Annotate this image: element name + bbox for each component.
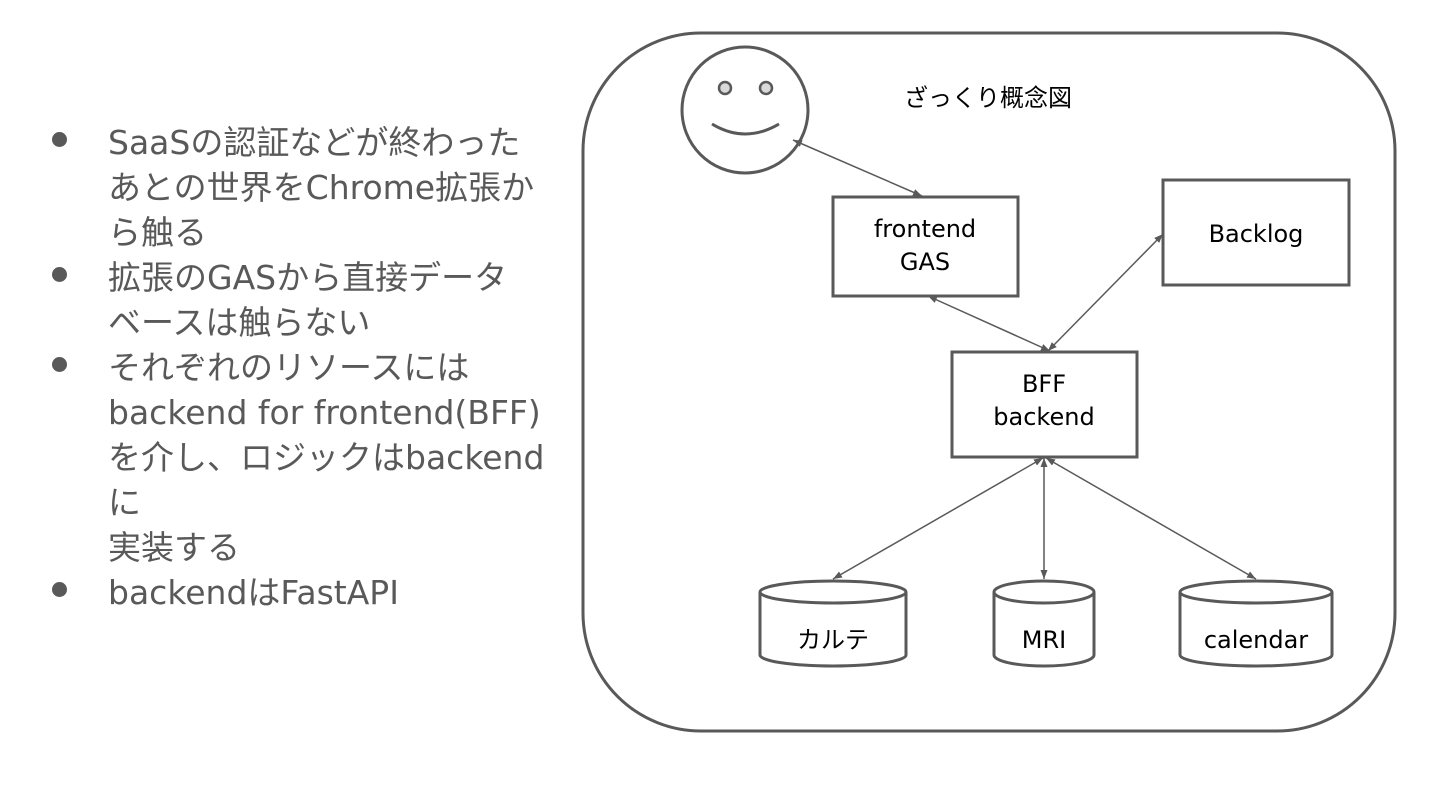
backend-label: backend	[993, 403, 1094, 431]
backlog-label: Backlog	[1209, 220, 1304, 248]
mri-label: MRI	[1022, 626, 1066, 654]
bullet-dot-icon	[52, 357, 67, 372]
database-mri: MRI	[992, 579, 1096, 668]
bff-label: BFF	[1022, 370, 1066, 398]
diagram-title: ざっくり概念図	[904, 84, 1072, 112]
frontend-label: frontend	[874, 215, 976, 243]
calendar-label: calendar	[1204, 626, 1308, 654]
bullet-dot-icon	[52, 582, 67, 597]
database-calendar: calendar	[1178, 579, 1334, 668]
arrow-frontend-bff	[927, 295, 1051, 352]
bullet-dot-icon	[52, 267, 67, 282]
arrow-user-frontend	[792, 139, 923, 197]
database-karte: カルテ	[758, 579, 908, 668]
bullet-text: SaaSの認証などが終わった あとの世界をChrome拡張か ら触る	[108, 123, 535, 252]
bullet-item: backendはFastAPI	[50, 570, 570, 615]
bullet-item: 拡張のGASから直接データ ベースは触らない	[50, 255, 570, 345]
bullet-dot-icon	[52, 132, 67, 147]
bullet-item: SaaSの認証などが終わった あとの世界をChrome拡張か ら触る	[50, 120, 570, 255]
bullet-item: それぞれのリソースには backend for frontend(BFF) を介…	[50, 345, 570, 570]
karte-label: カルテ	[797, 626, 869, 654]
diagram-frame	[581, 31, 1397, 733]
backlog-box: Backlog	[1161, 178, 1351, 287]
arrow-backlog-bff	[1047, 233, 1164, 352]
bullet-text: backendはFastAPI	[108, 573, 399, 612]
bullet-list: SaaSの認証などが終わった あとの世界をChrome拡張か ら触る 拡張のGA…	[50, 120, 570, 615]
frontend-gas-box: frontend GAS	[831, 195, 1020, 298]
bff-backend-box: BFF backend	[950, 350, 1139, 459]
bullet-text: それぞれのリソースには backend for frontend(BFF) を介…	[108, 348, 545, 567]
arrow-bff-calendar	[1045, 457, 1257, 580]
arrow-bff-karte	[832, 457, 1044, 580]
user-face-icon	[680, 45, 810, 175]
bullet-text: 拡張のGASから直接データ ベースは触らない	[108, 258, 508, 342]
gas-label: GAS	[900, 248, 950, 276]
